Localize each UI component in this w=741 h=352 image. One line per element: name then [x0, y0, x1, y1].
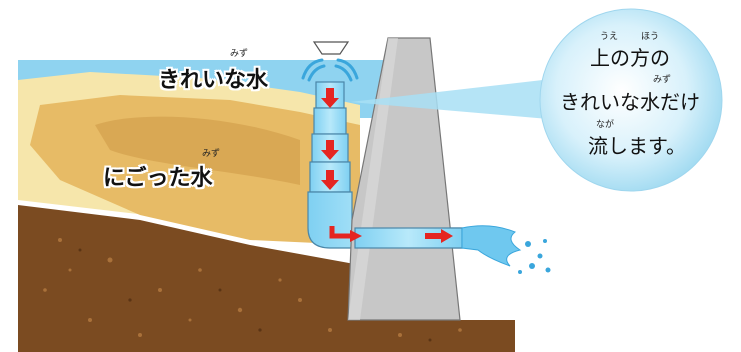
bubble-line-3: 流します。 — [588, 134, 686, 158]
bubble-ruby-ue: うえ — [600, 32, 619, 42]
flow-arrows — [321, 88, 453, 243]
bubble-line-2: きれいな水だけ — [560, 90, 700, 114]
outflow-drops — [518, 239, 551, 274]
callout-bubble — [539, 8, 723, 192]
soil-speckles — [43, 238, 462, 337]
muddy-water-ruby: みず — [202, 149, 221, 159]
clean-water-ruby: みず — [230, 49, 249, 59]
intake-funnel — [312, 41, 350, 55]
soil-layer — [18, 205, 515, 352]
muddy-water-label: にごった水 — [103, 166, 213, 191]
bubble-ruby-hou: ほう — [641, 32, 660, 42]
inflow-splash — [301, 58, 359, 82]
bubble-ruby-mizu: みず — [653, 75, 672, 85]
clean-water-label: きれいな水 — [158, 68, 269, 93]
sediment-swirl — [95, 116, 300, 185]
outflow-splash — [461, 225, 522, 267]
callout-pointer — [350, 78, 560, 120]
bubble-ruby-naga: なが — [596, 120, 615, 130]
bubble-line-1: 上の方の — [590, 46, 670, 70]
